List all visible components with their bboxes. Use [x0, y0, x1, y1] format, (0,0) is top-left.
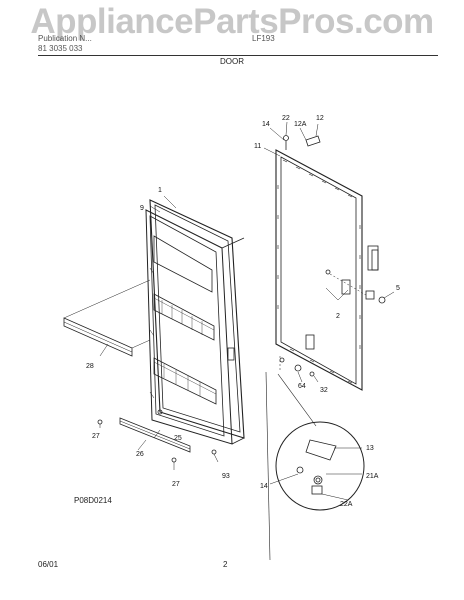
- callout-27-bottom: 27: [172, 481, 180, 488]
- lower-hinge-screws: [279, 356, 319, 383]
- callout-14-detail: 14: [260, 483, 268, 490]
- drawing-code: P08D0214: [74, 496, 112, 505]
- footer-date: 06/01: [38, 560, 59, 569]
- callout-27-left: 27: [92, 433, 100, 440]
- callout-26: 26: [136, 451, 144, 458]
- publication-number: 81 3035 033: [38, 44, 83, 53]
- watermark-logo: AppliancePartsPros.com: [30, 2, 434, 41]
- hinge-detail-circle: [265, 371, 365, 561]
- callout-9: 9: [140, 205, 144, 212]
- inner-door-liner: [145, 195, 245, 445]
- callout-2: 2: [336, 313, 340, 320]
- callout-21a: 21A: [366, 473, 379, 480]
- callout-64: 64: [298, 383, 306, 390]
- callout-1: 1: [158, 187, 162, 194]
- callout-5: 5: [396, 285, 400, 292]
- model-number: LF193: [252, 34, 275, 43]
- outer-door-panel: [275, 149, 379, 391]
- callout-12: 12: [316, 115, 324, 122]
- callout-13: 13: [366, 445, 374, 452]
- callout-28: 28: [86, 363, 94, 370]
- callout-14-top: 14: [262, 121, 270, 128]
- footer-page-number: 2: [223, 560, 228, 569]
- callout-labels: 1 9 11 14 22 12A 12 5 2 28 64 32 27 25 2…: [86, 115, 400, 508]
- callout-22a: 22A: [340, 501, 353, 508]
- shelf-rail: [63, 279, 151, 357]
- callout-12a: 12A: [294, 121, 307, 128]
- top-hinge-parts: [263, 121, 321, 157]
- lock-assembly: [325, 269, 395, 304]
- section-title: DOOR: [220, 57, 244, 66]
- bottom-rail: [97, 409, 219, 470]
- callout-11: 11: [254, 143, 261, 150]
- callout-32: 32: [320, 387, 328, 394]
- callout-22: 22: [282, 115, 290, 122]
- header-rule: [38, 55, 438, 56]
- publication-label: Publication N...: [38, 34, 92, 43]
- callout-25: 25: [174, 435, 182, 442]
- callout-93: 93: [222, 473, 230, 480]
